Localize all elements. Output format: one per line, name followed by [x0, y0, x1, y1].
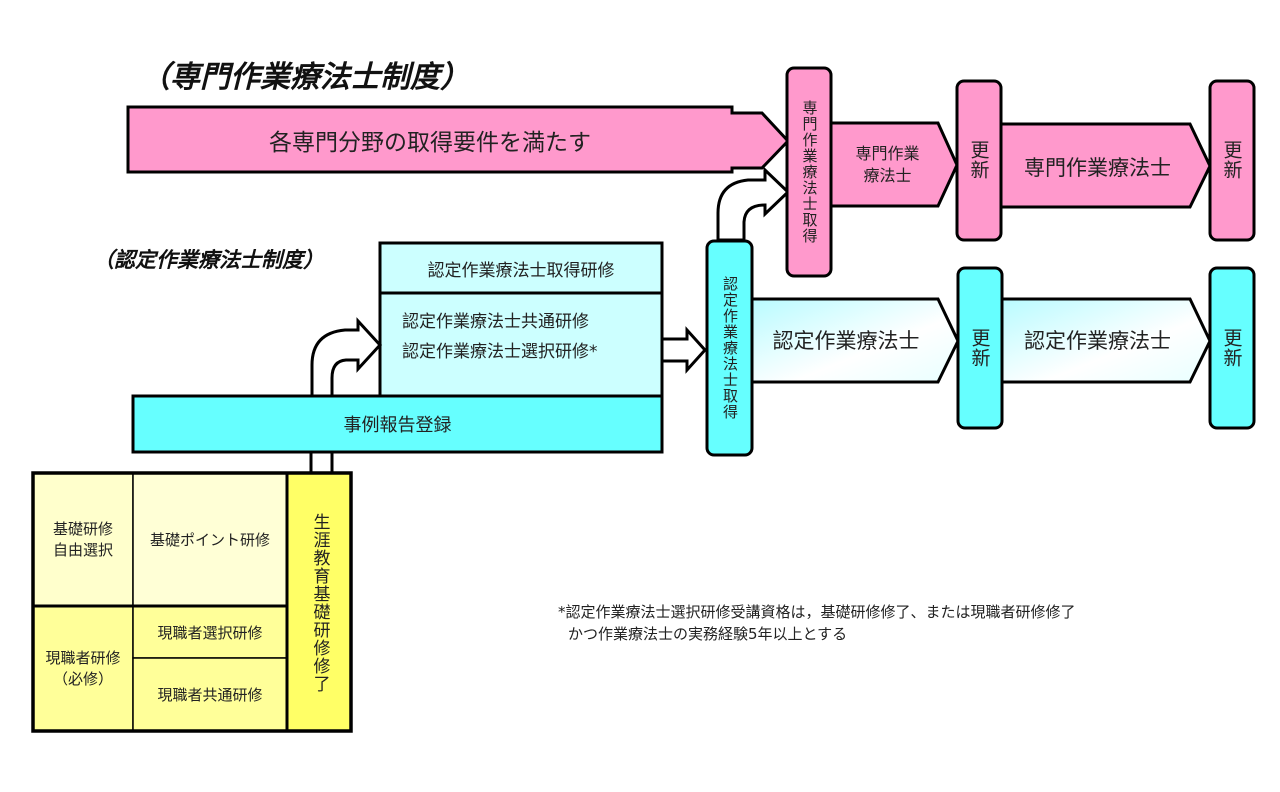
lifelong-completion-cell — [285, 471, 353, 733]
specialist-section-title: （専門作業療法士制度） — [140, 60, 470, 95]
footnote-line2: かつ作業療法士の実務経験5年以上とする — [568, 625, 848, 643]
basic-training-label: 基礎研修 自由選択 — [52, 520, 113, 559]
certified-training-body-label: 認定作業療法士共通研修 認定作業療法士選択研修* — [402, 307, 660, 367]
basic-point-training-label: 基礎ポイント研修 — [149, 531, 270, 549]
certified-training-body-shape — [378, 291, 664, 399]
current-staff-elective-cell — [132, 605, 288, 659]
certified-renew1-label: 更新 — [968, 328, 991, 368]
certified-renew2-shape — [1208, 266, 1256, 430]
connector-to-case-report — [309, 450, 334, 475]
certified-stage2-shape — [1000, 297, 1212, 384]
certified-training-header-shape — [378, 241, 664, 295]
certified-section-title: （認定作業療法士制度） — [93, 248, 324, 272]
specialist-renew2-shape — [1208, 79, 1256, 242]
requirement-arrow-label: 各専門分野の取得要件を満たす — [269, 130, 591, 156]
specialist-stage2-shape — [999, 122, 1212, 209]
training-to-acquisition-arrow — [660, 326, 708, 374]
specialist-renew2-label: 更新 — [1220, 140, 1243, 180]
certified-renew2-label: 更新 — [1220, 328, 1243, 368]
certified-elective-training: 認定作業療法士選択研修* — [402, 342, 598, 362]
lifelong-completion-label: 生涯教育基礎研修修了 — [309, 512, 330, 693]
specialist-acquisition-label: 専門作業療法士取得 — [800, 100, 819, 244]
current-staff-common-cell — [132, 657, 288, 732]
footnote-line1: *認定作業療法士選択研修受講資格は，基礎研修修了、または現職者研修修了 — [558, 603, 1076, 621]
curved-arrow-lower — [310, 317, 383, 398]
curved-arrow-upper — [716, 166, 791, 242]
footnote: *認定作業療法士選択研修受講資格は，基礎研修修了、または現職者研修修了 かつ作業… — [558, 601, 1076, 645]
current-staff-cell — [32, 605, 134, 732]
current-staff-common-label: 現職者共通研修 — [157, 686, 263, 704]
certified-stage1-shape — [750, 297, 960, 384]
case-report-label: 事例報告登録 — [343, 415, 452, 436]
specialist-renew1-label: 更新 — [967, 140, 990, 180]
basic-point-training-cell — [132, 472, 288, 607]
specialist-stage1-shape — [829, 121, 959, 208]
certified-stage1-label: 認定作業療法士 — [772, 329, 920, 353]
certified-common-training: 認定作業療法士共通研修 — [402, 312, 589, 332]
current-staff-label: 現職者研修 （必修） — [45, 649, 121, 688]
specialist-stage1-label: 専門作業 療法士 — [855, 144, 920, 185]
basic-training-cell — [32, 472, 134, 607]
case-report-shape — [131, 394, 664, 454]
requirement-arrow-shape — [126, 105, 791, 174]
certified-acquisition-label: 認定作業療法士取得 — [721, 276, 739, 420]
specialist-stage2-label: 専門作業療法士 — [1024, 156, 1171, 180]
current-staff-elective-label: 現職者選択研修 — [157, 623, 263, 642]
certified-training-header-label: 認定作業療法士取得研修 — [427, 260, 615, 281]
certified-stage2-label: 認定作業療法士 — [1024, 329, 1171, 353]
